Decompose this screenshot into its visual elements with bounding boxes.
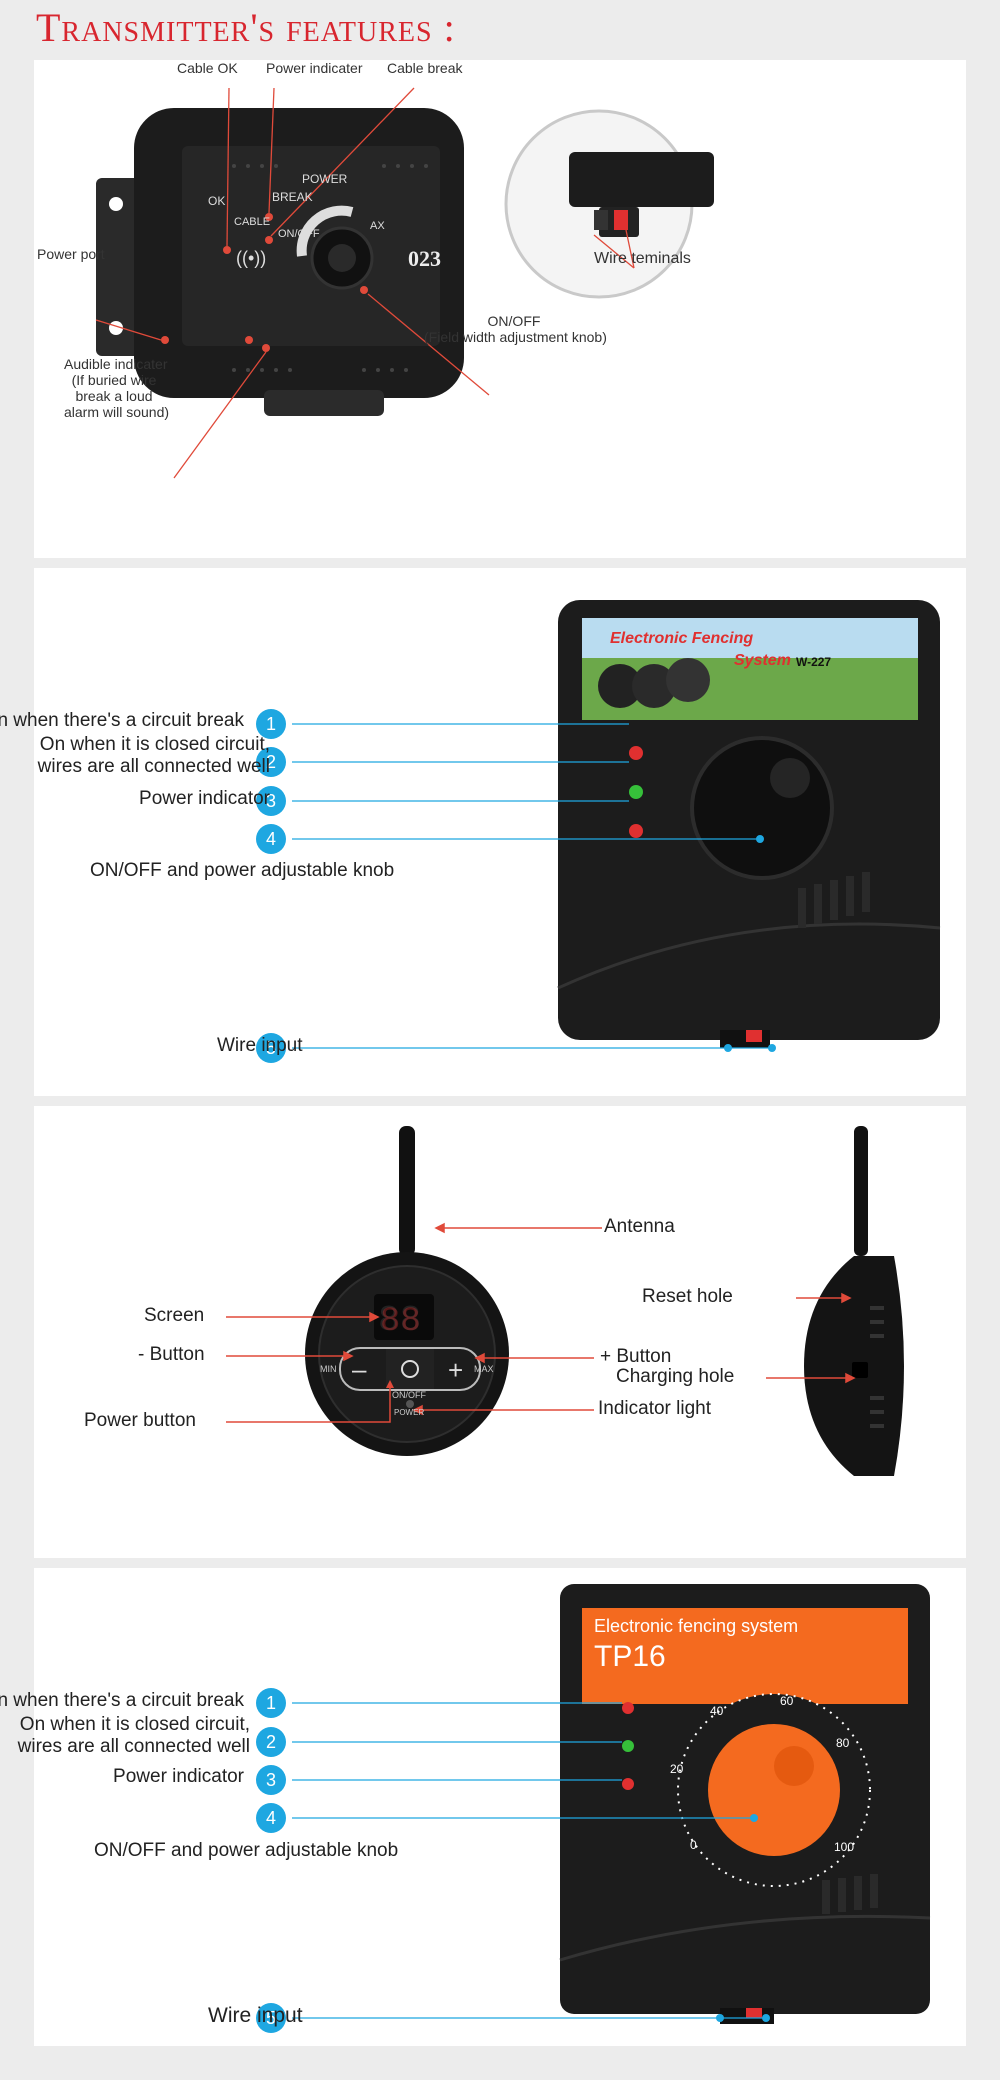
dial-mark-0: 0 <box>690 1838 697 1852</box>
callout-number-3: 3 <box>256 786 286 816</box>
dial-mark-20: 20 <box>670 1762 684 1776</box>
label-wire-teminals: Wire teminals <box>594 250 691 267</box>
device-label-ok: OK <box>208 194 226 208</box>
device-brand-label: Electronic fencing system <box>594 1616 799 1636</box>
label-minus-button: - Button <box>138 1344 205 1365</box>
label-indicator-light: Indicator light <box>598 1398 712 1419</box>
label-power-button: Power button <box>84 1410 196 1431</box>
svg-text:+: + <box>448 1355 463 1385</box>
callout-text-knob: ON/OFF and power adjustable knob <box>90 860 395 881</box>
callout-text-closed-circuit: On when it is closed circuit,wires are a… <box>17 1714 250 1757</box>
label-cable-ok: Cable OK <box>177 60 238 76</box>
device-label-power: POWER <box>302 172 348 186</box>
transmitter-overview-panel: Cable OK Power indicater Cable break Pow… <box>34 60 966 558</box>
transmitter-w227-illustration <box>292 600 941 1052</box>
device-model-label: TP16 <box>594 1640 666 1673</box>
device-model-number: 023 <box>408 246 441 271</box>
callout-text-closed-circuit: On when it is closed circuit,wires are a… <box>37 734 270 777</box>
callout-text-wire-input: Wire input <box>208 2004 303 2027</box>
callout-number-1: 1 <box>256 1688 286 1718</box>
label-reset-hole: Reset hole <box>642 1286 733 1307</box>
device-label-max: AX <box>370 220 385 232</box>
callout-text-power-indicator: Power indicator <box>139 788 270 809</box>
callout-number-4: 4 <box>256 1803 286 1833</box>
label-on-off-knob: ON/OFF(Field width adjustment knob) <box>424 313 607 345</box>
transmitter-023-illustration <box>95 87 714 479</box>
device-label-power: POWER <box>394 1408 425 1417</box>
label-plus-button: + Button <box>600 1346 672 1367</box>
label-power-port: Power port <box>37 246 105 262</box>
device-label-min: MIN <box>320 1364 337 1374</box>
label-antenna: Antenna <box>604 1216 675 1237</box>
callout-text-circuit-break: On when there's a circuit break <box>0 710 244 731</box>
svg-text:88: 88 <box>380 1303 421 1341</box>
device-label-onoff: ON/OFF <box>392 1390 426 1400</box>
device-label-electronic-fencing: Electronic Fencing <box>610 630 754 647</box>
svg-text:88: 88 <box>378 1300 421 1341</box>
dial-mark-80: 80 <box>836 1736 850 1750</box>
label-power-indicater: Power indicater <box>266 60 363 76</box>
dial-mark-100: 100 <box>834 1840 855 1854</box>
page-title: Transmitter's features : <box>36 5 456 50</box>
receiver-collar-panel: 88 88 – + Antenna Screen - Button Power … <box>34 1106 966 1558</box>
dial-mark-40: 40 <box>710 1704 724 1718</box>
audible-indicator-icon: ((•)) <box>236 248 267 268</box>
label-charging-hole: Charging hole <box>616 1366 735 1387</box>
transmitter-tp16-illustration <box>292 1584 931 2024</box>
callout-text-power-indicator: Power indicator <box>113 1766 244 1787</box>
callout-number-5: 5 <box>256 1033 286 1063</box>
device-label-cable: CABLE <box>234 216 271 228</box>
device-label-system: System <box>734 652 791 669</box>
svg-text:–: – <box>352 1354 367 1384</box>
callout-text-wire-input: Wire input <box>217 1035 303 1056</box>
callout-number-2: 2 <box>256 747 286 777</box>
label-screen: Screen <box>144 1305 205 1326</box>
transmitter-tp16-panel: Electronic fencing system TP16 0 20 40 6… <box>0 1568 966 2046</box>
receiver-collar-illustration: 88 88 – + <box>226 1126 904 1476</box>
device-label-model: W-227 <box>796 655 832 669</box>
callout-text-knob: ON/OFF and power adjustable knob <box>94 1840 399 1861</box>
callout-number-5: 5 <box>256 2003 286 2033</box>
dial-mark-60: 60 <box>780 1694 794 1708</box>
device-label-max: MAX <box>474 1364 494 1374</box>
device-label-break: BREAK <box>272 190 313 204</box>
callout-text-circuit-break: On when there's a circuit break <box>0 1690 244 1711</box>
callout-number-2: 2 <box>256 1727 286 1757</box>
label-cable-break: Cable break <box>387 60 463 76</box>
callout-number-3: 3 <box>256 1765 286 1795</box>
callout-number-4: 4 <box>256 824 286 854</box>
callout-number-1: 1 <box>256 709 286 739</box>
device-label-onoff: ON/OFF <box>278 228 320 240</box>
transmitter-w227-panel: Electronic Fencing System W-227 1 On whe… <box>0 568 966 1096</box>
